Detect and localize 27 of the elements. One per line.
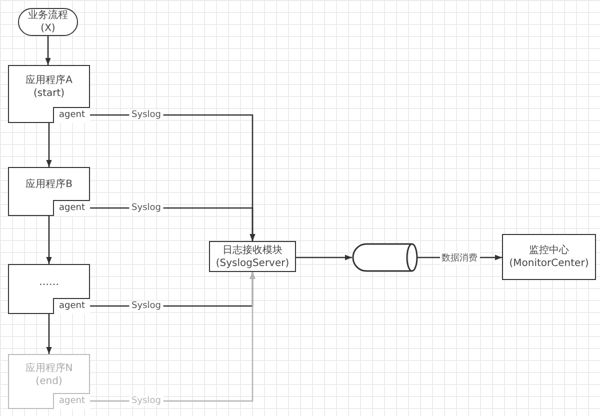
arrow <box>46 314 52 354</box>
process-box <box>8 65 90 123</box>
box-label: 应用程序A (start) <box>24 74 74 100</box>
process-box: 日志接收模块 (SyslogServer) <box>209 241 296 272</box>
edge-label: 数据消费 <box>440 251 480 264</box>
process-box <box>8 167 90 216</box>
agent-tag: agent <box>53 107 90 123</box>
start-terminal: 业务流程 (X) <box>18 8 78 36</box>
arrow <box>46 123 52 167</box>
process-box <box>8 354 90 409</box>
arrow <box>90 272 256 402</box>
agent-tag: agent <box>53 298 90 314</box>
agent-tag: agent <box>53 393 90 409</box>
edge-label: Syslog <box>130 301 163 311</box>
edge-label: Syslog <box>130 396 163 406</box>
box-label: 应用程序B <box>26 178 72 191</box>
arrow <box>45 36 51 65</box>
arrow <box>296 254 352 260</box>
edge-label: Syslog <box>130 203 163 213</box>
process-box <box>8 264 90 314</box>
queue-cylinder <box>352 243 417 272</box>
arrow <box>46 216 52 264</box>
edge-label: Syslog <box>130 110 163 120</box>
box-label: …… <box>39 276 59 288</box>
box-label: 应用程序N (end) <box>24 362 74 388</box>
agent-tag: agent <box>53 200 90 216</box>
process-box: 监控中心 (MonitorCenter) <box>502 234 596 280</box>
